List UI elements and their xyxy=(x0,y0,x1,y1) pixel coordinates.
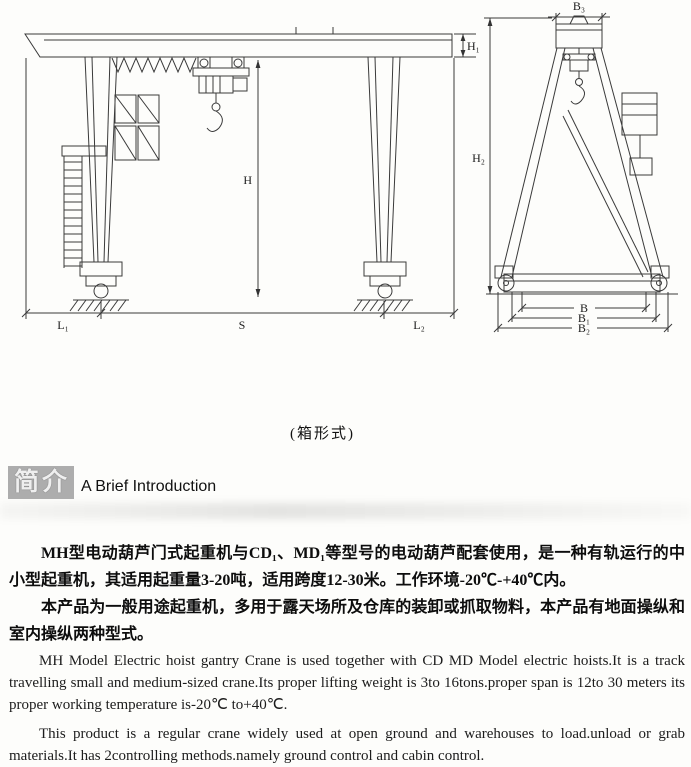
chinese-paragraph-1: MH型电动葫芦门式起重机与CD₁、MD₁等型号的电动葫芦配套使用，是一种有轨运行… xyxy=(9,545,685,589)
ladder xyxy=(61,145,107,268)
festoon-cable xyxy=(111,56,197,74)
dim-label-b: B xyxy=(580,301,588,315)
aframe-legs xyxy=(500,47,664,278)
dim-label-h2: H₂ xyxy=(472,151,485,165)
side-view: B₃ xyxy=(472,0,678,335)
dim-b-group xyxy=(493,292,673,333)
intro-header: 简介 A Brief Introduction xyxy=(8,466,216,499)
dim-label-h1: H₁ xyxy=(467,39,480,53)
chinese-paragraph-2: 本产品为一般用途起重机，多用于露天场所及仓库的装卸或抓取物料，本产品有地面操纵和… xyxy=(9,598,685,643)
english-paragraph-2: This product is a regular crane widely u… xyxy=(9,726,685,765)
electrical-cabinet xyxy=(621,92,658,176)
dim-label-l2: L₂ xyxy=(413,318,425,332)
dim-h2 xyxy=(484,17,552,294)
dim-label-b1: B₁ xyxy=(578,311,590,325)
dim-h1 xyxy=(454,33,476,58)
front-right-leg xyxy=(367,56,401,263)
end-carriage xyxy=(486,265,678,295)
girder-cross-section xyxy=(555,15,603,49)
dim-label-h: H xyxy=(243,173,252,187)
english-paragraph-1: MH Model Electric hoist gantry Crane is … xyxy=(9,653,685,714)
crane-technical-drawing: H₁ xyxy=(21,0,678,335)
dim-label-b3: B₃ xyxy=(573,0,585,13)
front-left-bogie xyxy=(69,261,129,312)
dim-h xyxy=(255,60,261,297)
front-right-bogie xyxy=(353,261,413,312)
diagram-caption: (箱形式) xyxy=(290,426,355,442)
dim-b3 xyxy=(548,12,610,24)
front-view: H₁ xyxy=(21,27,480,332)
scan-smudge xyxy=(0,503,691,519)
electric-hoist xyxy=(192,56,250,132)
front-girder xyxy=(24,27,453,58)
dim-label-l1: L₁ xyxy=(57,318,69,332)
control-cabin xyxy=(114,94,160,161)
intro-stamp: 简介 xyxy=(8,466,75,499)
intro-title: A Brief Introduction xyxy=(81,477,217,495)
chinese-description: MH型电动葫芦门式起重机与CD₁、MD₁等型号的电动葫芦配套使用，是一种有轨运行… xyxy=(9,541,685,649)
dim-label-b2: B₂ xyxy=(578,321,590,335)
dim-label-s: S xyxy=(239,318,246,332)
dim-span-lines xyxy=(21,58,459,319)
hoist-side-view xyxy=(562,48,596,105)
english-description: MH Model Electric hoist gantry Crane is … xyxy=(9,650,685,767)
front-left-leg xyxy=(84,56,118,263)
